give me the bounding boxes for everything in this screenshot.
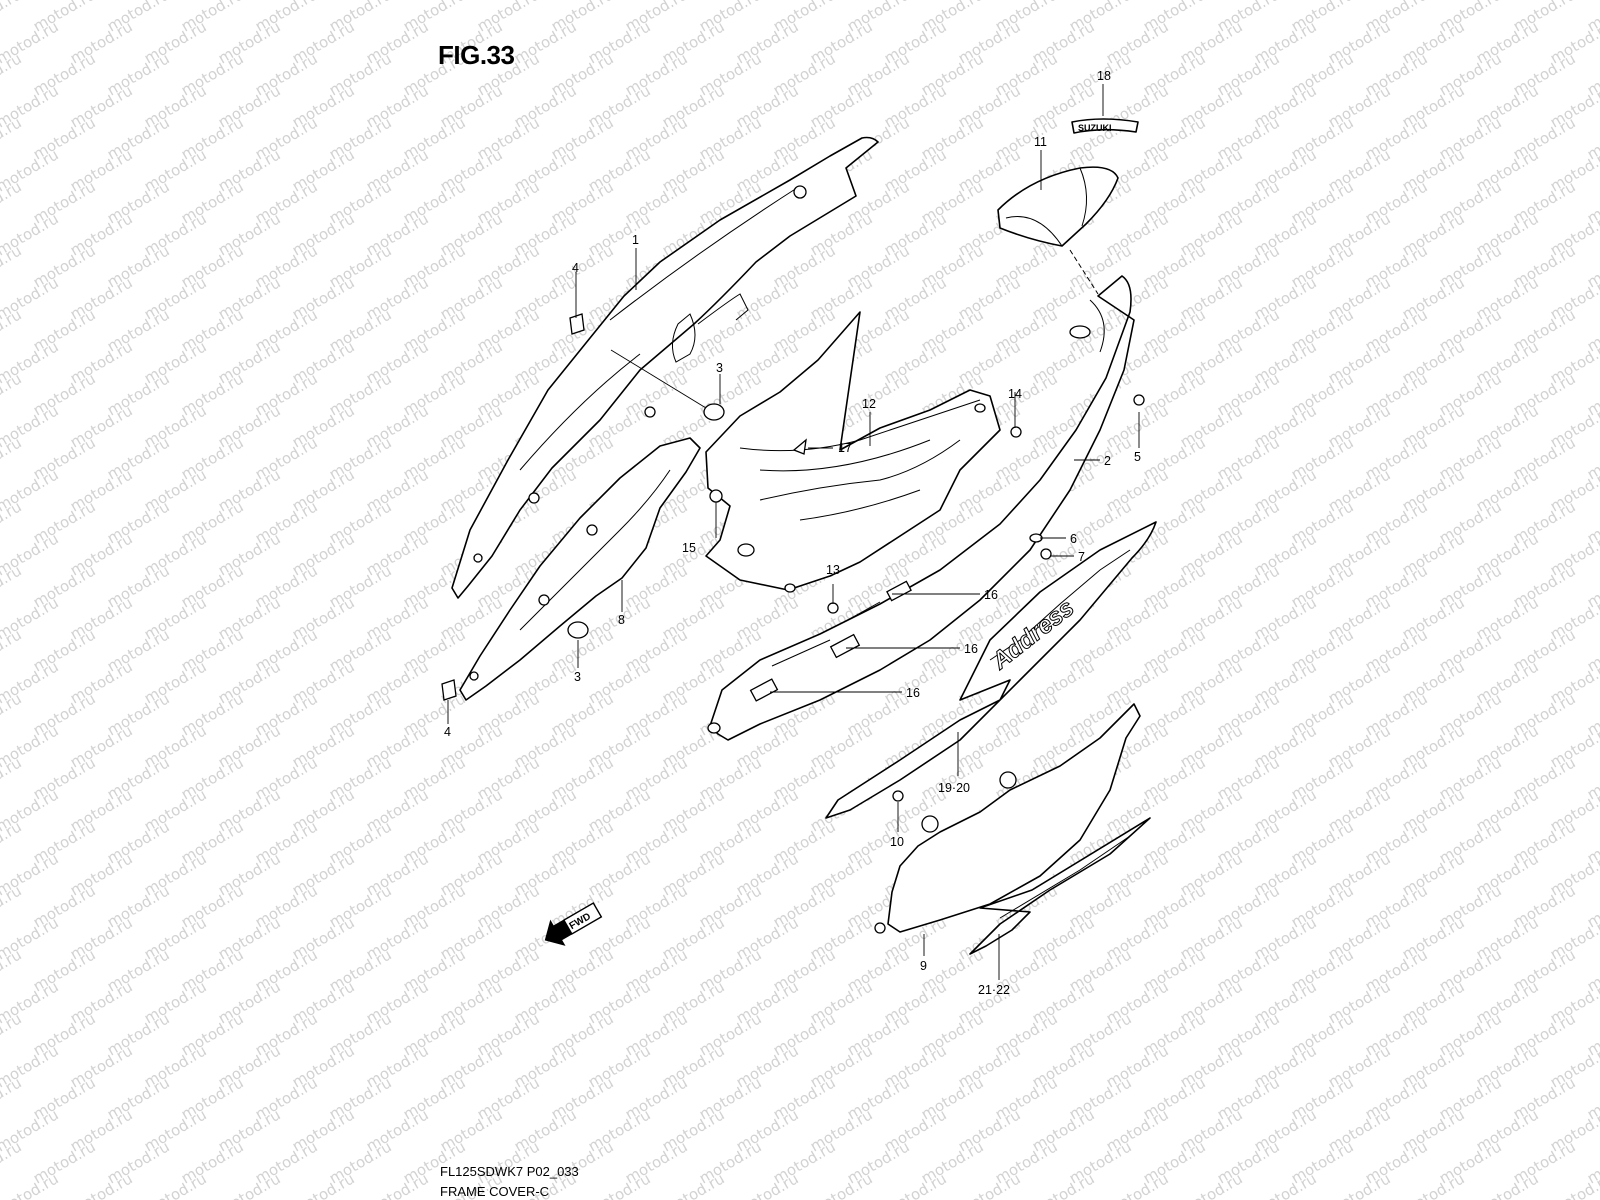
leader-lines — [447, 84, 1140, 980]
part-4-clip-lower — [441, 679, 457, 701]
figure-title: FIG.33 — [438, 40, 515, 70]
callout-4-lower: 4 — [444, 725, 451, 739]
callout-8: 8 — [618, 613, 625, 627]
fwd-arrow-icon: FWD — [544, 902, 603, 946]
part-15-screw — [709, 489, 723, 503]
callout-12: 12 — [862, 397, 876, 411]
callout-4-upper: 4 — [572, 261, 579, 275]
callout-3-lower: 3 — [574, 670, 581, 684]
callout-16-top: 16 — [984, 588, 998, 602]
part-1-upper-cover — [451, 136, 879, 599]
part-3-grommet-lower — [567, 621, 589, 639]
callout-21-22: 21·22 — [978, 983, 1010, 997]
callout-9: 9 — [920, 959, 927, 973]
callout-16-middle: 16 — [964, 642, 978, 656]
part-17-clip — [792, 438, 807, 455]
part-7-screw — [1040, 548, 1052, 560]
callout-1: 1 — [632, 233, 639, 247]
part-8-lower-left-cover — [459, 437, 701, 701]
part-9-lower-right-cover — [874, 703, 1141, 934]
part-2-rail-cover — [707, 275, 1135, 741]
callout-14: 14 — [1008, 387, 1022, 401]
callout-7: 7 — [1078, 550, 1085, 564]
callout-15: 15 — [682, 541, 696, 555]
part-13-screw — [827, 602, 839, 614]
callout-18: 18 — [1097, 69, 1111, 83]
callout-6: 6 — [1070, 532, 1077, 546]
callout-5: 5 — [1134, 450, 1141, 464]
callout-17: 17 — [838, 441, 852, 455]
callout-16-bottom: 16 — [906, 686, 920, 700]
part-4-clip-upper — [569, 313, 585, 335]
callout-13: 13 — [826, 563, 840, 577]
callout-3-upper: 3 — [716, 361, 723, 375]
callout-labels: 18 11 1 4 3 12 17 14 5 2 15 13 6 7 8 3 4… — [444, 69, 1141, 997]
part-10-screw — [892, 790, 904, 802]
part-21-22-lower-decal — [969, 817, 1151, 955]
emblem-text: SUZUKI — [1078, 123, 1112, 133]
part-5-screw — [1133, 394, 1145, 406]
callout-10: 10 — [890, 835, 904, 849]
part-3-grommet-upper — [703, 403, 725, 421]
callout-2: 2 — [1104, 454, 1111, 468]
part-11-tail-cover — [997, 166, 1119, 247]
part-14-screw — [1010, 426, 1022, 438]
drawing-code: FL125SDWK7 P02_033 — [440, 1164, 579, 1179]
drawing-name: FRAME COVER-C — [440, 1184, 550, 1199]
assembly-line-11 — [1069, 249, 1099, 295]
callout-11: 11 — [1034, 135, 1047, 149]
callout-19-20: 19·20 — [938, 781, 970, 795]
part-18-emblem: SUZUKI — [1071, 118, 1139, 134]
part-12-inner-cover — [705, 311, 1001, 593]
